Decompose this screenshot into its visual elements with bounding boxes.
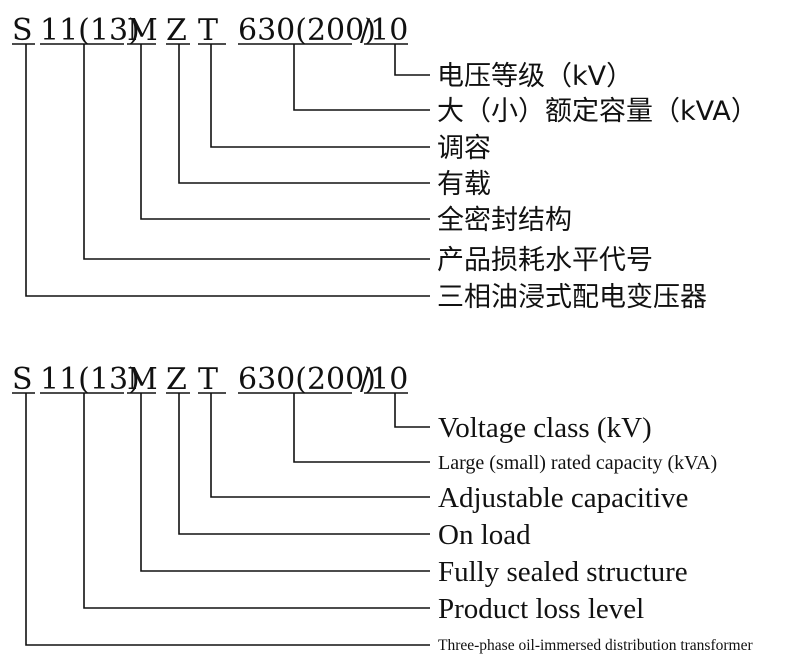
- label-voltage-class-en: Voltage class (kV): [438, 412, 652, 444]
- code-s: S: [12, 13, 33, 48]
- label-loss-level-en: Product loss level: [438, 593, 644, 625]
- label-rated-capacity-cn: 大（小）额定容量（kVA）: [437, 96, 758, 127]
- english-diagram: S 11(13) M Z T 630(200) /10 Voltage clas…: [12, 362, 753, 654]
- code-m-en: M: [127, 362, 158, 397]
- code-z-en: Z: [166, 362, 187, 397]
- code-t-en: T: [198, 362, 218, 397]
- label-loss-level-cn: 产品损耗水平代号: [437, 245, 653, 276]
- label-transformer-en: Three-phase oil-immersed distribution tr…: [438, 637, 753, 654]
- code-t: T: [198, 13, 218, 48]
- leader-lines: [25, 44, 430, 297]
- code-loss: 11(13): [40, 13, 140, 48]
- label-adjustable-en: Adjustable capacitive: [438, 482, 688, 514]
- code-capacity-en: 630(200): [238, 362, 376, 397]
- label-on-load-en: On load: [438, 519, 531, 551]
- label-sealed-en: Fully sealed structure: [438, 556, 688, 588]
- code-loss-en: 11(13): [40, 362, 140, 397]
- code-s-en: S: [12, 362, 33, 397]
- chinese-diagram: S 11(13) M Z T 630(200) /10 电压等级（kV）: [12, 13, 758, 313]
- label-rated-capacity-en: Large (small) rated capacity (kVA): [438, 452, 717, 474]
- code-voltage-en: /10: [360, 362, 408, 397]
- label-adjustable-cn: 调容: [437, 133, 491, 164]
- code-z: Z: [166, 13, 187, 48]
- code-capacity: 630(200): [238, 13, 376, 48]
- code-m: M: [127, 13, 158, 48]
- label-sealed-cn: 全密封结构: [437, 205, 572, 236]
- label-on-load-cn: 有载: [437, 169, 491, 200]
- leader-lines-en: [25, 393, 430, 646]
- label-transformer-cn: 三相油浸式配电变压器: [437, 282, 707, 313]
- code-voltage: /10: [360, 13, 408, 48]
- label-voltage-class-cn: 电压等级（kV）: [437, 61, 633, 92]
